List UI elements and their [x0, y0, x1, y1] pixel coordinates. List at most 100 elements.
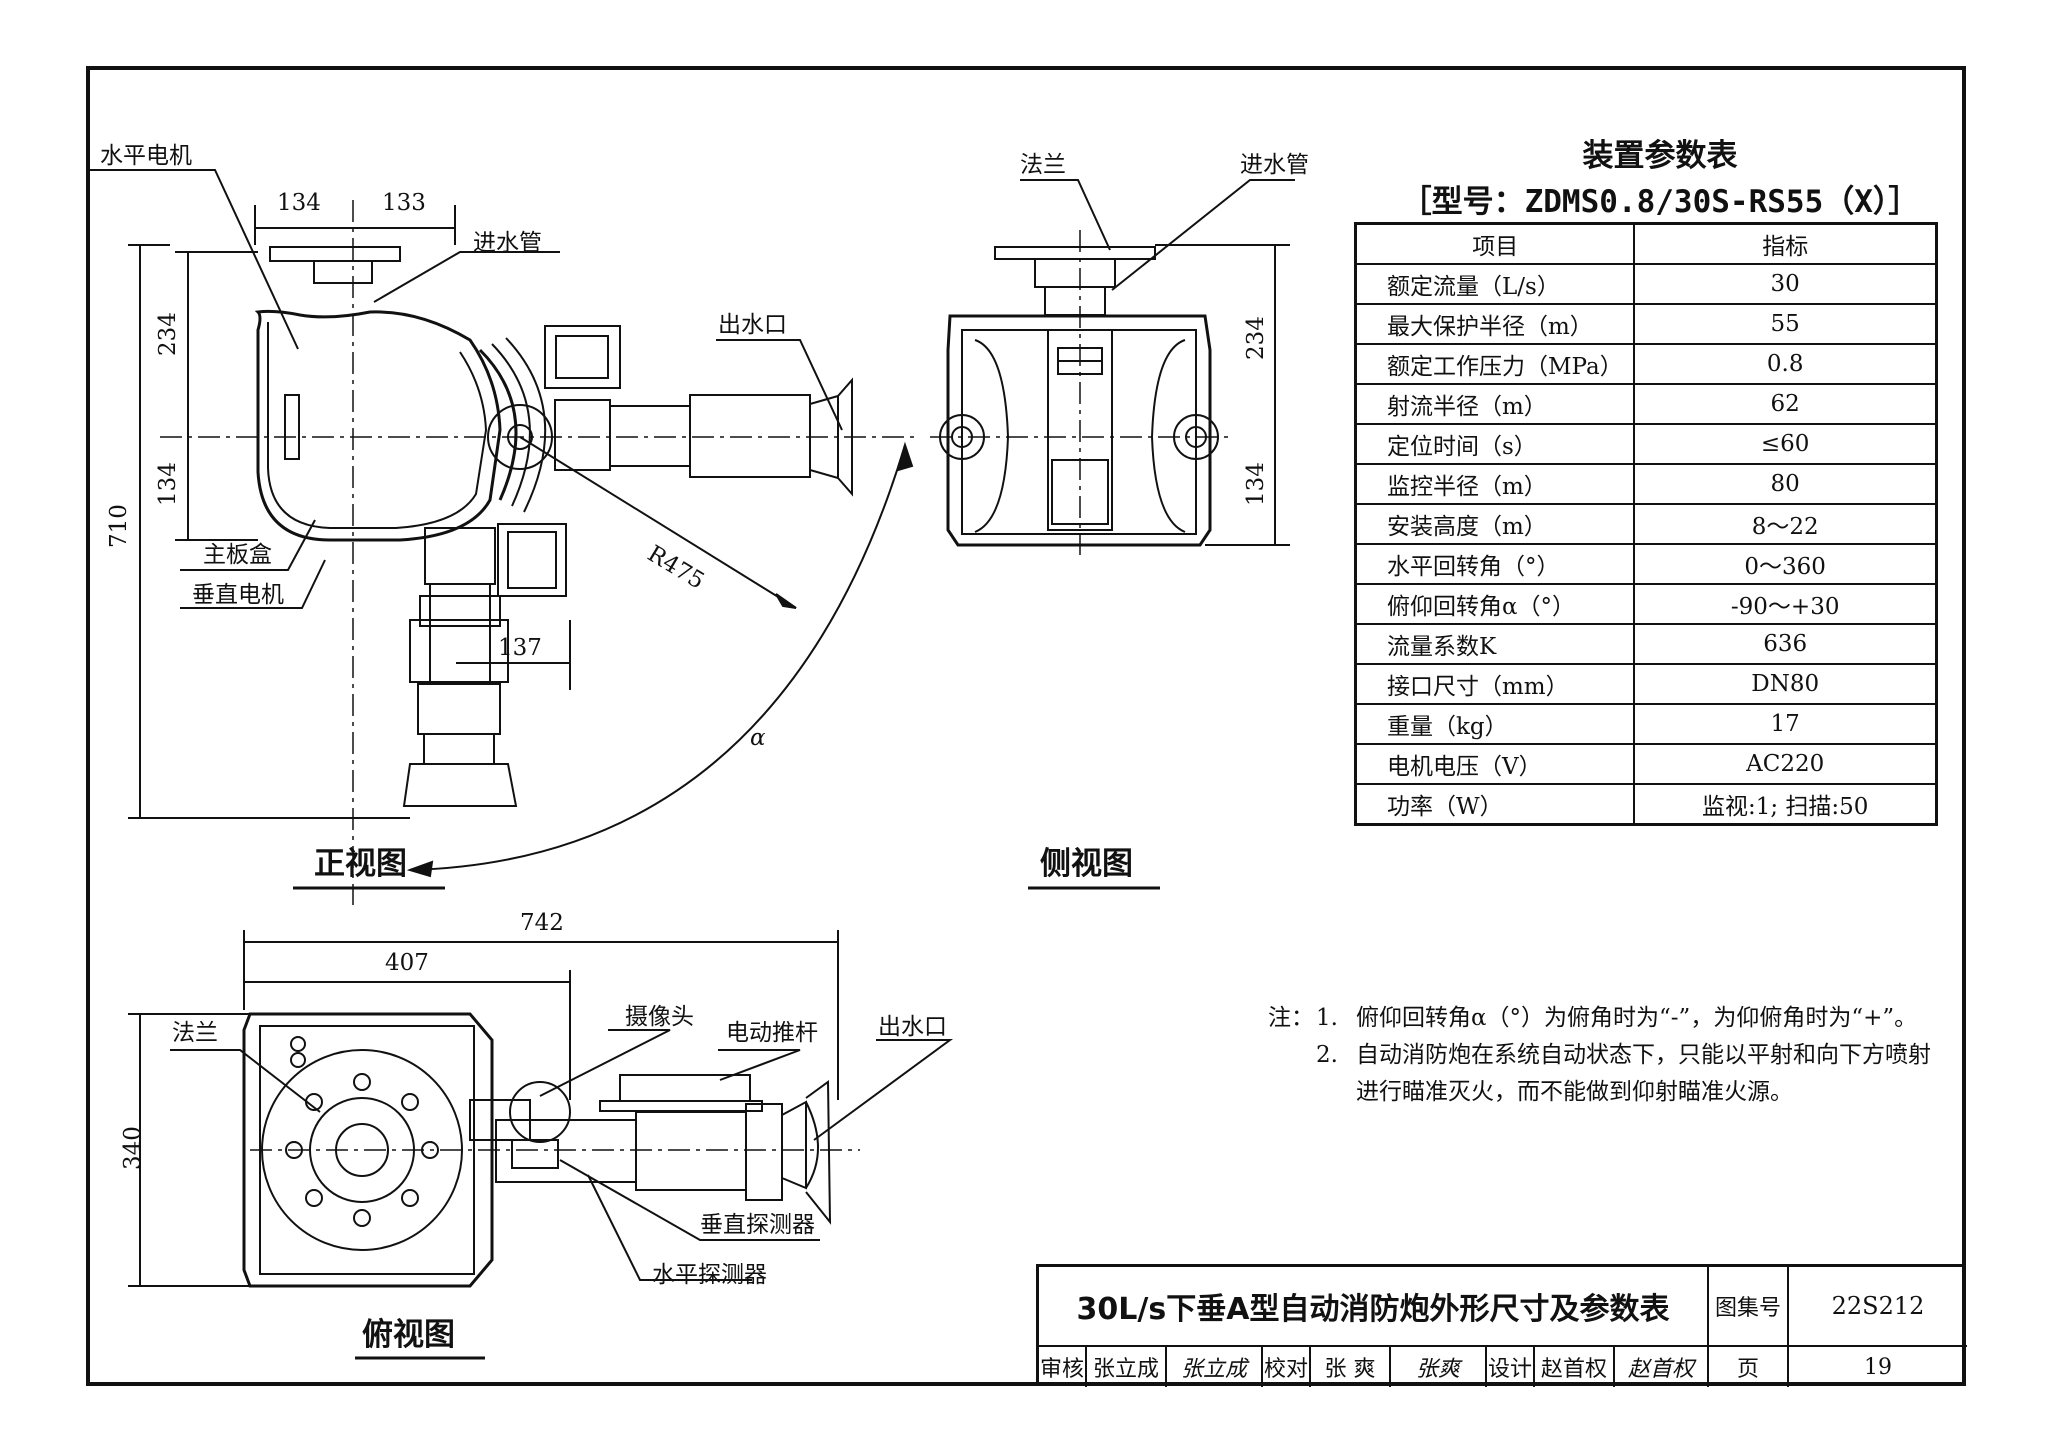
label-motor-horizontal: 水平电机 [100, 143, 192, 169]
note-text: 俯仰回转角α（°）为俯角时为“-”，为仰俯角时为“+”。 [1356, 1005, 1918, 1031]
label-top-outlet: 出水口 [878, 1014, 947, 1040]
params-value: 0～360 [1633, 543, 1938, 585]
params-item: 功率（W） [1354, 783, 1636, 826]
params-value: 30 [1633, 263, 1938, 305]
label-side-inlet-pipe: 进水管 [1240, 152, 1309, 178]
params-row: 射流半径（m）62 [1354, 383, 1938, 425]
params-value: ≤60 [1633, 423, 1938, 465]
label-horizontal-detector: 水平探测器 [652, 1262, 767, 1288]
atlas-label: 图集号 [1709, 1267, 1789, 1347]
notes: 注： 1. 俯仰回转角α（°）为俯角时为“-”，为仰俯角时为“+”。 2. 自动… [1268, 1000, 1948, 1111]
title-block: 30L/s下垂A型自动消防炮外形尺寸及参数表 图集号 22S212 审核 张立成… [1036, 1264, 1967, 1387]
dim-top-total-length: 742 [520, 910, 564, 936]
params-item: 俯仰回转角α（°） [1354, 583, 1636, 625]
params-item: 安装高度（m） [1354, 503, 1636, 545]
side-view [930, 179, 1295, 890]
dim-front-right-half: 133 [382, 190, 426, 216]
params-value: AC220 [1633, 743, 1938, 785]
front-view-title: 正视图 [314, 846, 407, 882]
params-value: 0.8 [1633, 343, 1938, 385]
dim-front-lower: 134 [155, 462, 181, 506]
params-value: 8～22 [1633, 503, 1938, 545]
params-item: 最大保护半径（m） [1354, 303, 1636, 345]
params-row: 俯仰回转角α（°）-90～+30 [1354, 583, 1938, 625]
dim-side-lower: 134 [1243, 462, 1269, 506]
params-row: 接口尺寸（mm）DN80 [1354, 663, 1938, 705]
dim-front-left-half: 134 [277, 190, 321, 216]
params-row: 重量（kg）17 [1354, 703, 1938, 745]
params-row: 功率（W）监视:1; 扫描:50 [1354, 783, 1938, 826]
params-row: 水平回转角（°）0～360 [1354, 543, 1938, 585]
params-row: 额定工作压力（MPa）0.8 [1354, 343, 1938, 385]
params-row: 额定流量（L/s）30 [1354, 263, 1938, 305]
side-view-title: 侧视图 [1040, 846, 1133, 882]
params-header-item: 项目 [1354, 222, 1636, 265]
notes-prefix: 注： [1268, 1005, 1314, 1031]
page-number: 19 [1864, 1354, 1892, 1380]
label-motor-vertical: 垂直电机 [192, 582, 284, 608]
top-view-title: 俯视图 [362, 1317, 455, 1353]
dim-top-partial-length: 407 [385, 950, 429, 976]
dim-side-upper: 234 [1243, 316, 1269, 360]
params-value: DN80 [1633, 663, 1938, 705]
label-camera: 摄像头 [625, 1004, 694, 1030]
designer-name: 赵首权 [1535, 1347, 1615, 1387]
params-item: 额定流量（L/s） [1354, 263, 1636, 305]
dim-front-total-height: 710 [106, 504, 132, 548]
checker-signature: 张爽 [1391, 1347, 1487, 1387]
signature-row: 审核 张立成 张立成 校对 张 爽 张爽 设计 赵首权 赵首权 页 19 [1039, 1347, 1967, 1387]
params-value: 监视:1; 扫描:50 [1633, 783, 1938, 826]
sheet-title: 30L/s下垂A型自动消防炮外形尺寸及参数表 [1039, 1267, 1709, 1347]
params-item: 额定工作压力（MPa） [1354, 343, 1636, 385]
params-header-row: 项目 指标 [1354, 222, 1938, 265]
label-outlet: 出水口 [718, 312, 787, 338]
label-angle: α [750, 725, 766, 751]
params-item: 监控半径（m） [1354, 463, 1636, 505]
params-row: 监控半径（m）80 [1354, 463, 1938, 505]
note-item: 注： 1. 俯仰回转角α（°）为俯角时为“-”，为仰俯角时为“+”。 [1268, 1000, 1948, 1037]
params-row: 安装高度（m）8～22 [1354, 503, 1938, 545]
note-item: 2. 自动消防炮在系统自动状态下，只能以平射和向下方喷射进行瞄准灭火，而不能做到… [1268, 1037, 1948, 1111]
note-text: 自动消防炮在系统自动状态下，只能以平射和向下方喷射进行瞄准灭火，而不能做到仰射瞄… [1356, 1042, 1931, 1105]
label-mainboard-box: 主板盒 [203, 542, 272, 568]
params-row: 定位时间（s）≤60 [1354, 423, 1938, 465]
check-label: 校对 [1263, 1347, 1311, 1387]
params-value: 55 [1633, 303, 1938, 345]
label-inlet-pipe: 进水管 [473, 230, 542, 256]
params-item: 重量（kg） [1354, 703, 1636, 745]
params-value: 17 [1633, 703, 1938, 745]
top-view [128, 930, 954, 1360]
params-model: ［型号：ZDMS0.8/30S-RS55（X）］ [1400, 184, 1920, 220]
label-actuator: 电动推杆 [726, 1020, 818, 1046]
design-label: 设计 [1487, 1347, 1535, 1387]
params-item: 接口尺寸（mm） [1354, 663, 1636, 705]
page-label: 页 [1709, 1347, 1789, 1387]
dim-front-offset: 137 [498, 635, 542, 661]
checker-name: 张 爽 [1311, 1347, 1391, 1387]
params-value: 636 [1633, 623, 1938, 665]
params-value: -90～+30 [1633, 583, 1938, 625]
params-item: 定位时间（s） [1354, 423, 1636, 465]
params-header-value: 指标 [1633, 222, 1938, 265]
params-item: 水平回转角（°） [1354, 543, 1636, 585]
params-item: 电机电压（V） [1354, 743, 1636, 785]
reviewer-name: 张立成 [1087, 1347, 1167, 1387]
dim-front-upper: 234 [155, 312, 181, 356]
label-side-flange: 法兰 [1020, 152, 1066, 178]
label-vertical-detector: 垂直探测器 [700, 1212, 815, 1238]
params-value: 80 [1633, 463, 1938, 505]
note-number: 1. [1316, 1005, 1338, 1031]
params-item: 流量系数K [1354, 623, 1636, 665]
reviewer-signature: 张立成 [1167, 1347, 1263, 1387]
label-top-flange: 法兰 [172, 1020, 218, 1046]
params-row: 电机电压（V）AC220 [1354, 743, 1938, 785]
params-row: 最大保护半径（m）55 [1354, 303, 1938, 345]
params-item: 射流半径（m） [1354, 383, 1636, 425]
designer-signature: 赵首权 [1615, 1347, 1709, 1387]
params-value: 62 [1633, 383, 1938, 425]
note-number: 2. [1316, 1042, 1338, 1068]
